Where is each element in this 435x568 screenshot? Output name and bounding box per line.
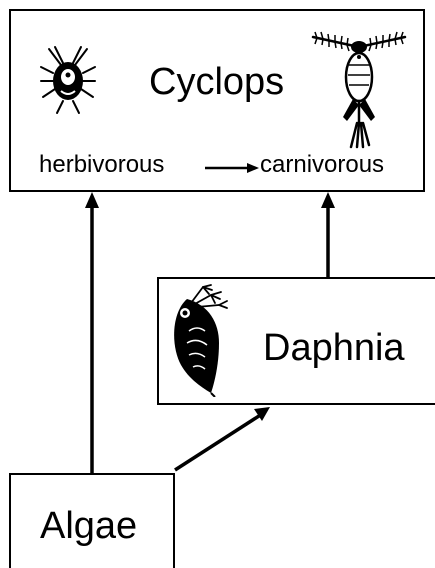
cyclops-adult-icon [307, 25, 411, 149]
arrow-algae-to-daphnia [175, 414, 262, 470]
algae-node: Algae [9, 473, 175, 568]
algae-title: Algae [40, 507, 137, 545]
cyclops-title: Cyclops [149, 63, 284, 101]
cyclops-node: Cyclops herbivorous carnivorous [9, 9, 425, 192]
daphnia-node: Daphnia [157, 277, 435, 405]
arrowhead-daphnia-to-cyclops [321, 192, 335, 208]
cyclops-juvenile-icon [39, 45, 97, 117]
daphnia-icon [167, 283, 239, 397]
arrowhead-algae-to-daphnia [254, 407, 270, 421]
diet-herbivorous-label: herbivorous [39, 153, 164, 177]
diet-transition-arrow [205, 163, 259, 173]
daphnia-title: Daphnia [263, 329, 405, 367]
arrowhead-algae-to-cyclops [85, 192, 99, 208]
diet-carnivorous-label: carnivorous [260, 153, 384, 177]
